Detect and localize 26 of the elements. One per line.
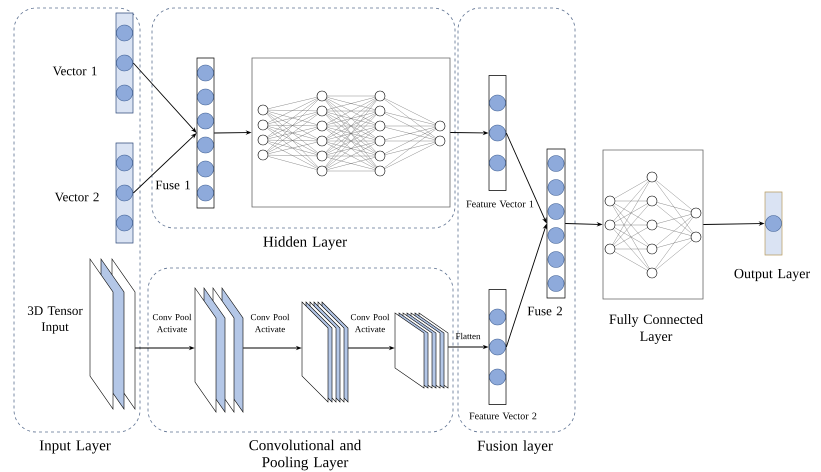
vector-bar bbox=[196, 58, 214, 208]
vector-label: Fuse 2 bbox=[528, 306, 562, 316]
edge-label: Flatten bbox=[456, 332, 480, 340]
vector-bar bbox=[488, 75, 506, 191]
edge-label: Conv Pool Activate bbox=[350, 314, 390, 332]
neural-network-drawing bbox=[252, 58, 450, 208]
vector-label: Vector 1 bbox=[52, 66, 97, 76]
node-label: Fusion layer bbox=[478, 440, 553, 454]
edge-label: Conv Pool Activate bbox=[250, 314, 290, 332]
node-label: Input Layer bbox=[40, 440, 111, 454]
edge-label: Conv Pool Activate bbox=[152, 314, 192, 332]
vector-bar bbox=[764, 192, 782, 256]
node-label: Convolutional and Pooling Layer bbox=[249, 440, 362, 470]
vector-bar bbox=[488, 289, 506, 405]
vector-label: Fuse 1 bbox=[156, 180, 190, 190]
neural-network-drawing bbox=[602, 150, 704, 300]
vector-bar bbox=[116, 142, 134, 244]
vector-bar bbox=[116, 12, 134, 114]
vector-label: Feature Vector 2 bbox=[469, 412, 536, 420]
layer-label: Fully Connected Layer bbox=[609, 314, 703, 344]
vector-bar bbox=[546, 148, 566, 298]
vector-label: Output Layer bbox=[734, 268, 810, 282]
vector-label: Feature Vector 1 bbox=[466, 200, 534, 208]
layer-label: 3D Tensor Input bbox=[28, 306, 83, 334]
node-label: Hidden Layer bbox=[263, 236, 347, 250]
vector-label: Vector 2 bbox=[54, 192, 99, 202]
